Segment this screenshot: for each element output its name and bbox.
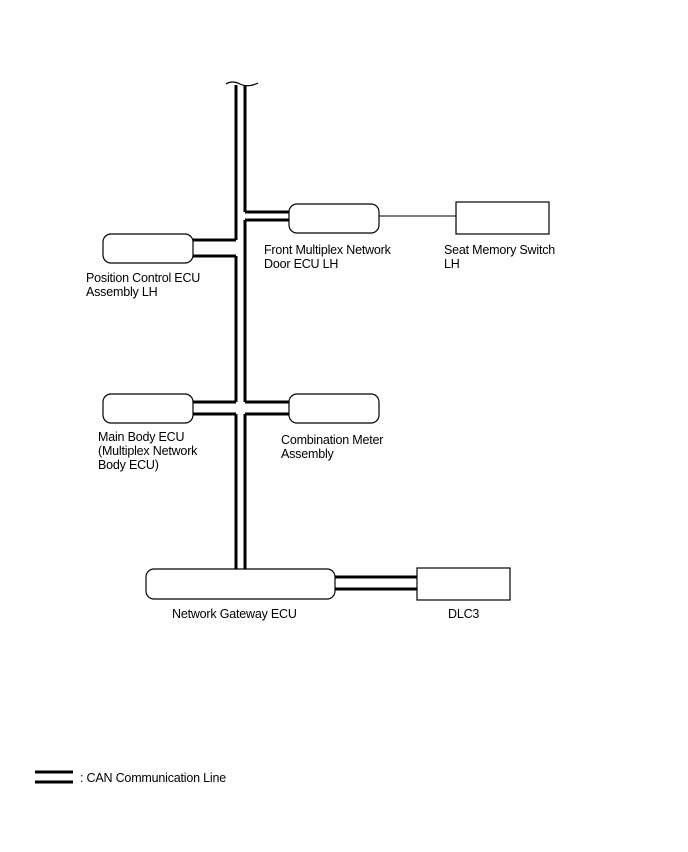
legend-label: : CAN Communication Line (80, 771, 226, 785)
legend-can-line-symbol (35, 770, 73, 784)
front-door-ecu-label: Front Multiplex Network Door ECU LH (264, 243, 391, 271)
seat-memory-switch-label-line: Seat Memory Switch (444, 243, 556, 257)
main-body-ecu-label-line: Main Body ECU (98, 430, 185, 444)
position-control-ecu-label-line: Assembly LH (86, 285, 158, 299)
seat-memory-switch-label: Seat Memory Switch LH (444, 243, 555, 271)
seat-memory-switch-label-line: LH (444, 257, 460, 271)
dlc3-label: DLC3 (448, 607, 479, 621)
dlc3-label-line: DLC3 (448, 607, 480, 621)
network-gateway-ecu-label-line: Network Gateway ECU (172, 607, 297, 621)
combination-meter-label-line: Assembly (281, 447, 334, 461)
bus-break-mark (225, 81, 259, 87)
legend-label-text: : CAN Communication Line (80, 771, 226, 785)
combination-meter-label: Combination Meter Assembly (281, 433, 383, 461)
can-bus-trunk (234, 85, 247, 569)
main-body-ecu-label: Main Body ECU (Multiplex Network Body EC… (98, 430, 197, 472)
can-link-dlc3 (335, 575, 417, 591)
seat-memory-switch-box (455, 201, 550, 235)
front-door-ecu-label-line: Door ECU LH (264, 257, 339, 271)
combination-meter-box (288, 393, 380, 424)
front-door-ecu-label-line: Front Multiplex Network (264, 243, 391, 257)
position-control-ecu-box (102, 233, 194, 264)
network-gateway-ecu-box (145, 568, 336, 600)
network-gateway-ecu-label: Network Gateway ECU (172, 607, 297, 621)
can-branch-position-control (193, 238, 236, 258)
main-body-ecu-label-line: Body ECU) (98, 458, 159, 472)
can-branch-main-body (193, 400, 236, 416)
main-body-ecu-box (102, 393, 194, 424)
can-branch-front-door (245, 210, 289, 222)
position-control-ecu-label: Position Control ECU Assembly LH (86, 271, 200, 299)
position-control-ecu-label-line: Position Control ECU (86, 271, 201, 285)
combination-meter-label-line: Combination Meter (281, 433, 384, 447)
dlc3-box (416, 567, 511, 601)
main-body-ecu-label-line: (Multiplex Network (98, 444, 198, 458)
front-door-ecu-box (288, 203, 380, 234)
can-branch-combination-meter (245, 400, 289, 416)
